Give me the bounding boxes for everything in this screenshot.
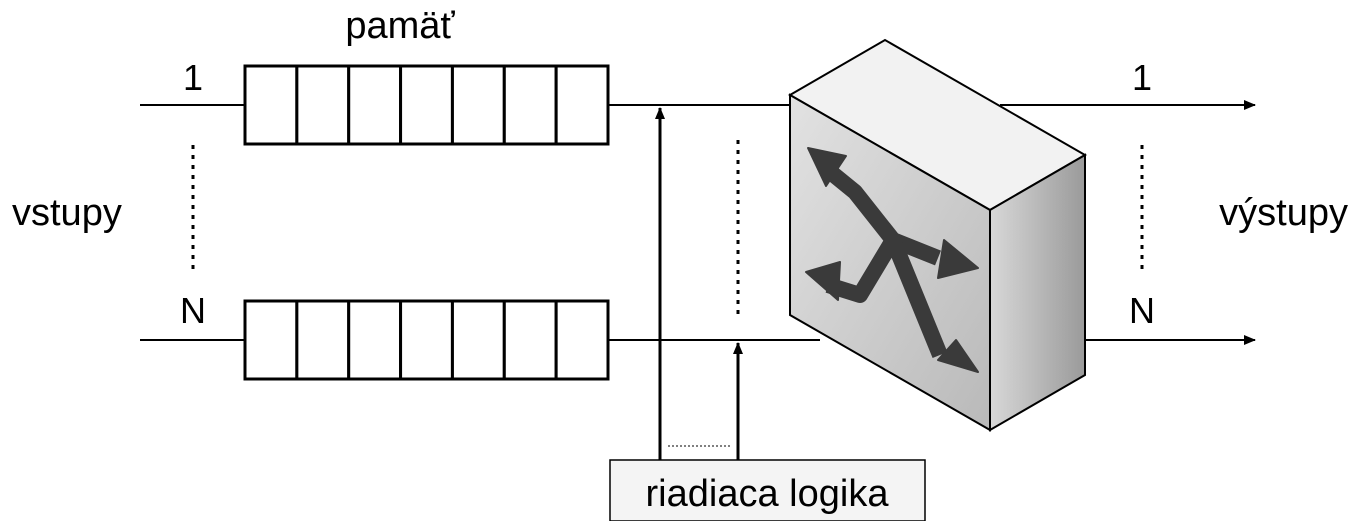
control-logic-label: riadiaca logika xyxy=(646,473,890,515)
memory-label: pamäť xyxy=(345,5,455,47)
switch-fabric xyxy=(787,38,1088,432)
memory-queue-n xyxy=(243,299,610,381)
buffer-cell xyxy=(450,64,506,146)
buffer-cell xyxy=(399,64,454,146)
buffer-cell xyxy=(554,299,610,381)
buffer-cell xyxy=(347,64,403,146)
crossbar-arrows-icon xyxy=(805,147,979,373)
output-1-label: 1 xyxy=(1132,57,1152,98)
buffer-cell xyxy=(450,299,506,381)
buffer-cell xyxy=(243,64,299,146)
control-logic-box xyxy=(609,459,926,521)
buffer-cell xyxy=(502,299,558,381)
buffer-cell xyxy=(295,64,351,146)
output-n-label: N xyxy=(1129,290,1155,331)
buffer-cell xyxy=(554,64,610,146)
buffer-cell xyxy=(243,299,299,381)
buffer-cell xyxy=(295,299,351,381)
buffer-cell xyxy=(502,64,558,146)
buffer-cell xyxy=(399,299,454,381)
input-1-label: 1 xyxy=(183,57,203,98)
buffer-cell xyxy=(347,299,403,381)
memory-queue-1 xyxy=(243,64,610,146)
input-n-label: N xyxy=(180,290,206,331)
outputs-label: výstupy xyxy=(1219,192,1348,234)
inputs-label: vstupy xyxy=(12,192,122,234)
